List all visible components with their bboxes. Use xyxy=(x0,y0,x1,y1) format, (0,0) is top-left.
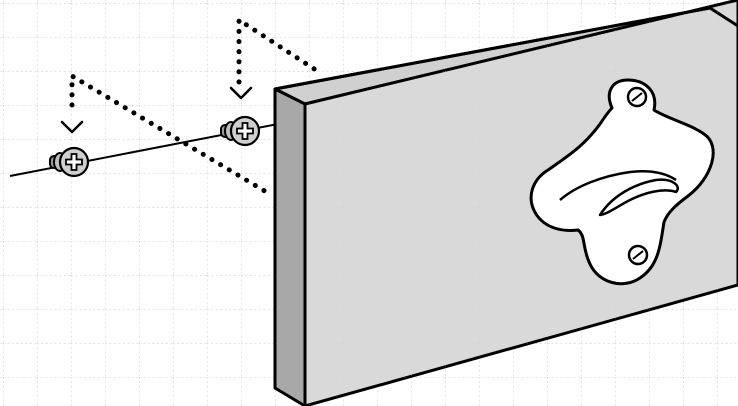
bottle-opener-icon xyxy=(529,78,715,286)
phillips-screw-icon xyxy=(49,146,90,178)
guide-path-right xyxy=(236,15,325,85)
opener-screw-top xyxy=(626,86,648,108)
phillips-screw-icon xyxy=(220,115,261,147)
board-side-face xyxy=(273,87,307,406)
down-arrow-icon xyxy=(229,86,253,100)
arrows xyxy=(60,86,253,134)
guide-path-left xyxy=(69,71,271,196)
down-arrow-icon xyxy=(60,120,84,134)
guide-paths xyxy=(69,15,325,196)
opener-screw-bottom xyxy=(627,244,649,266)
